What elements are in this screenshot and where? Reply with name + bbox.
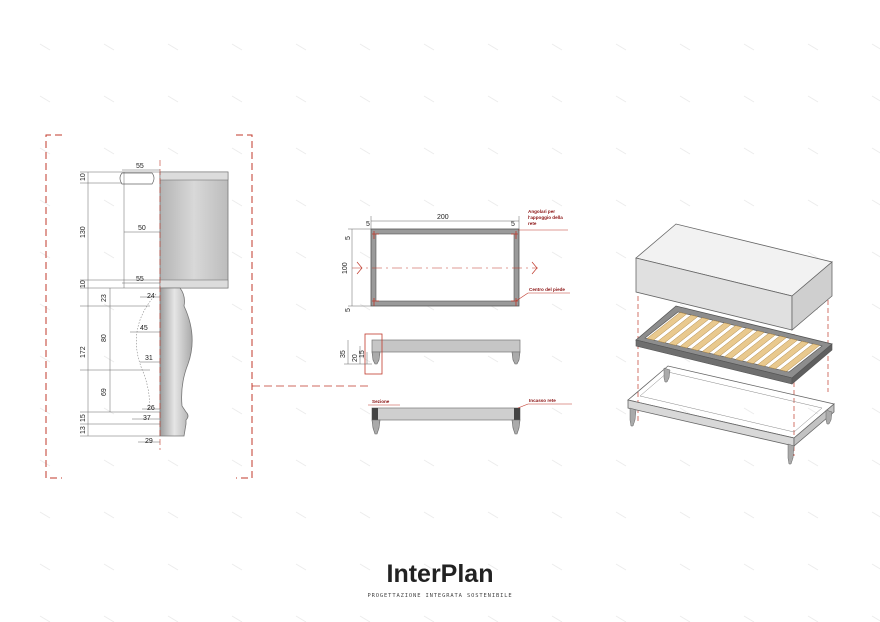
dim-50: 50 <box>138 225 146 232</box>
wood-slat <box>779 343 821 372</box>
side-leg-right <box>511 351 521 365</box>
wood-slat <box>723 330 765 359</box>
dim-10-top: 10 <box>80 173 87 181</box>
dim-100: 100 <box>342 262 349 274</box>
wood-slat <box>690 322 732 351</box>
note-leg-center: Centro del piede <box>529 287 565 292</box>
wood-slat <box>646 312 688 341</box>
slatted-base <box>635 305 833 385</box>
wood-slat <box>735 333 776 362</box>
dim-55-top: 55 <box>136 163 144 170</box>
section-leg-left <box>371 419 381 435</box>
plan-view: 200 100 5 5 5 5 Angolari per l'appoggio … <box>342 209 570 312</box>
dim-35: 35 <box>340 350 347 358</box>
iso-leg-back-left <box>663 367 671 383</box>
leg-frame-dashed <box>45 134 253 479</box>
iso-leg-back-right <box>825 409 833 425</box>
side-elevation-view: 35 20 15 <box>340 333 521 375</box>
dim-5-l1: 5 <box>345 236 352 240</box>
wood-slats <box>646 312 821 372</box>
wood-slat <box>701 325 743 354</box>
turned-leg <box>159 287 193 437</box>
mattress <box>635 223 833 331</box>
side-rail <box>371 339 521 353</box>
wood-slat <box>657 314 699 343</box>
dim-24: 24 <box>147 293 155 300</box>
wood-slat <box>679 320 721 349</box>
dim-55-mid: 55 <box>136 276 144 283</box>
bed-frame-with-legs <box>627 365 835 465</box>
dim-130: 130 <box>80 226 87 238</box>
wood-slat <box>712 327 754 357</box>
section-leg-right <box>511 419 521 435</box>
dim-26: 26 <box>147 405 155 412</box>
plan-inner-opening <box>375 233 515 302</box>
wood-slat <box>668 317 710 346</box>
side-highlight-box <box>364 333 383 375</box>
dim-45: 45 <box>140 325 148 332</box>
leg-height-labels: 10 130 10 23 80 69 172 15 13 <box>80 173 108 434</box>
dim-29: 29 <box>145 438 153 445</box>
note-recess: Incasso rete <box>529 398 556 403</box>
section-rail <box>371 407 521 421</box>
dim-10-mid: 10 <box>80 280 87 288</box>
dim-13: 13 <box>80 426 87 434</box>
wood-slat <box>757 338 798 367</box>
iso-leg-front-left <box>629 407 637 427</box>
note-corners: Angolari per l'appoggio della rete <box>528 209 564 226</box>
dim-20: 20 <box>352 354 359 362</box>
section-view: Sezione Incasso rete <box>368 398 572 435</box>
dim-5-tl: 5 <box>366 221 370 228</box>
dim-15-side: 15 <box>359 350 366 358</box>
dim-31: 31 <box>145 355 153 362</box>
dim-5-tr: 5 <box>511 221 515 228</box>
wood-slat <box>768 340 810 370</box>
frame-block <box>159 171 229 289</box>
dim-5-l2: 5 <box>345 308 352 312</box>
brand-logo: InterPlan <box>387 560 494 588</box>
dim-23: 23 <box>101 294 108 302</box>
brand-tagline: PROGETTAZIONE INTEGRATA SOSTENIBILE <box>367 593 512 599</box>
wood-slat <box>746 335 787 364</box>
brand-block: InterPlan PROGETTAZIONE INTEGRATA SOSTEN… <box>367 560 512 599</box>
dim-172: 172 <box>80 346 87 358</box>
leg-elevation-view: 55 50 55 24 45 31 26 37 29 10 130 10 23 … <box>45 134 253 479</box>
dim-69: 69 <box>101 388 108 396</box>
isometric-exploded-view <box>627 223 835 465</box>
dim-80: 80 <box>101 334 108 342</box>
dim-200: 200 <box>437 214 449 221</box>
iso-leg-front-right <box>787 443 795 465</box>
label-section: Sezione <box>372 399 390 404</box>
side-leg-left <box>371 351 381 365</box>
dim-15: 15 <box>80 414 87 422</box>
leg-width-labels: 55 50 55 24 45 31 26 37 29 <box>136 163 155 445</box>
dim-37: 37 <box>143 415 151 422</box>
